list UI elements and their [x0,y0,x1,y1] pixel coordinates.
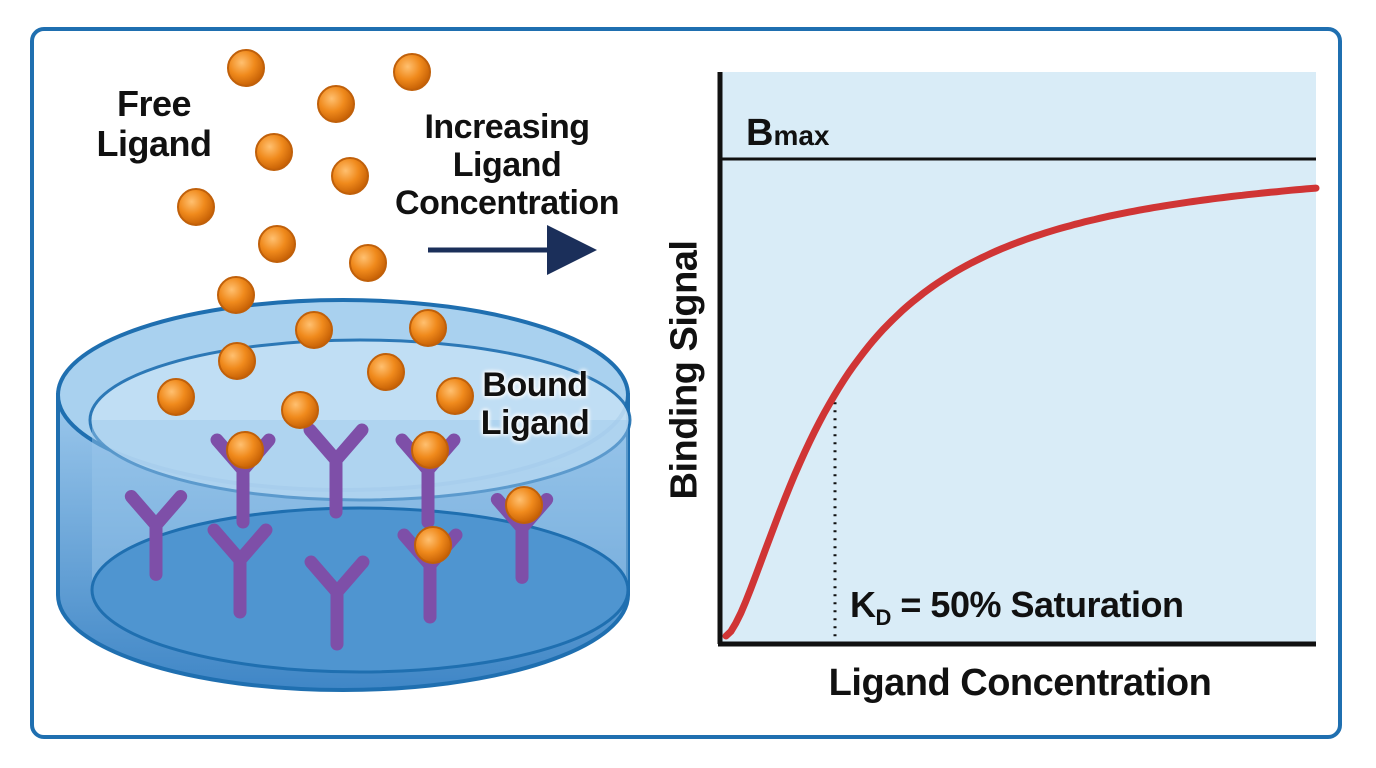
ligand-ball [436,377,474,415]
bmax-main: B [746,112,774,154]
ligand-ball [157,378,195,416]
bmax-sub: max [773,120,830,151]
antibody-icon [207,523,273,619]
binding-curve-chart [717,72,1320,647]
plot-area [720,72,1316,644]
ligand-ball [349,244,387,282]
kd-label: KD = 50% Saturation [850,584,1184,631]
antibody-icon [304,555,370,651]
kd-rest: = 50% Saturation [890,584,1184,625]
ligand-ball [411,431,449,469]
bmax-label: Bmax [746,112,830,155]
increasing-concentration-label: Increasing Ligand Concentration [395,108,619,223]
ligand-group [157,49,543,564]
dish-floor [90,506,630,674]
ligand-ball [295,311,333,349]
ligand-ball [177,188,215,226]
ligand-ball [393,53,431,91]
antibody-icon [124,490,188,581]
free-ligand-label: Free Ligand [96,83,212,165]
ligand-ball [331,157,369,195]
dish-inner-rim [88,338,632,502]
ligand-ball [227,49,265,87]
ligand-ball [255,133,293,171]
ligand-ball [226,431,264,469]
kd-sub: D [875,605,892,630]
ligand-ball [281,391,319,429]
ligand-ball [317,85,355,123]
y-axis-label: Binding Signal [663,240,706,500]
petri-dish [56,298,632,692]
saturation-curve [722,184,1320,640]
ligand-ball [409,309,447,347]
ligand-ball [367,353,405,391]
ligand-ball [258,225,296,263]
x-axis-label: Ligand Concentration [828,662,1212,704]
antibody-icon [303,423,369,519]
ligand-ball [217,276,255,314]
bound-ligand-label: Bound Ligand [480,366,590,443]
ligand-ball [218,342,256,380]
ligand-ball [414,526,452,564]
figure-frame [30,27,1342,739]
kd-main: K [850,584,876,625]
ligand-ball [505,486,543,524]
